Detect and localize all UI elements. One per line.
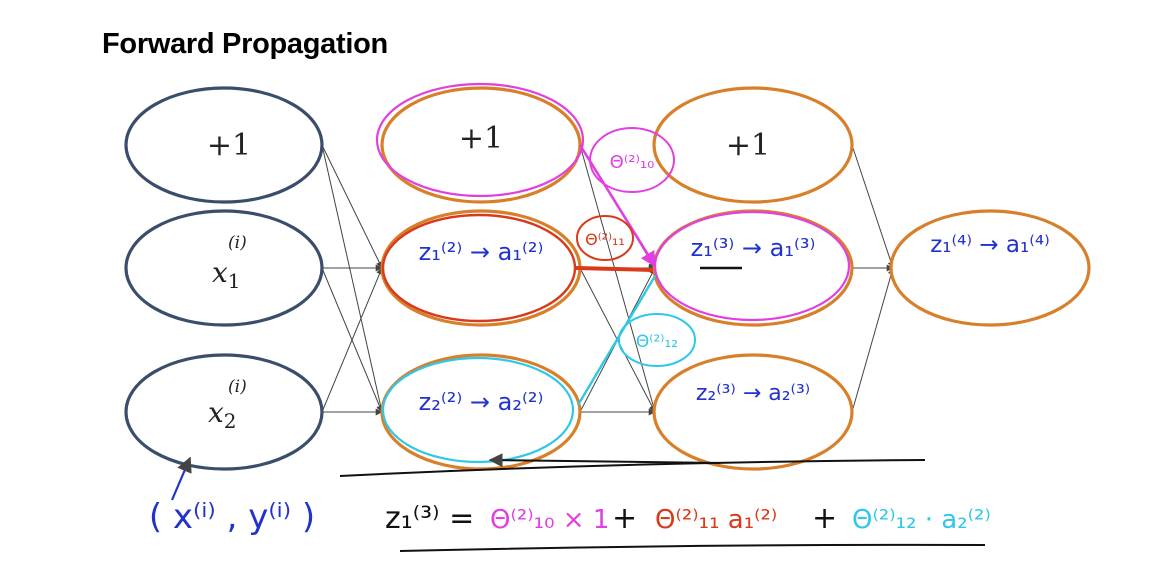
bias-label: +1 bbox=[726, 128, 770, 163]
equation: z₁⁽³⁾ = Θ⁽²⁾₁₀ × 1 + Θ⁽²⁾₁₁ a₁⁽²⁾ + Θ⁽²⁾… bbox=[385, 501, 991, 536]
input-unit-x1 bbox=[124, 209, 324, 327]
x2-label: x2 bbox=[208, 396, 237, 433]
bias-label: +1 bbox=[459, 121, 503, 156]
equation-term1: Θ⁽²⁾₁₀ × 1 bbox=[490, 505, 609, 535]
highlighted-weights: Θ⁽²⁾₁₀ Θ⁽²⁾₁₁ Θ⁽²⁾₁₂ bbox=[575, 127, 696, 406]
unit-label: z₁⁽²⁾ → a₁⁽²⁾ bbox=[419, 238, 544, 266]
equation-term2: Θ⁽²⁾₁₁ a₁⁽²⁾ bbox=[655, 505, 777, 535]
hidden-unit-a1-2 bbox=[380, 209, 582, 327]
equation-term3: Θ⁽²⁾₁₂ · a₂⁽²⁾ bbox=[852, 505, 991, 535]
x1-superscript: (i) bbox=[228, 233, 247, 253]
unit-label: z₂⁽³⁾ → a₂⁽³⁾ bbox=[696, 381, 810, 406]
unit-label: z₂⁽²⁾ → a₂⁽²⁾ bbox=[419, 388, 544, 416]
bias-unit-layer1 bbox=[124, 86, 324, 204]
x2-superscript: (i) bbox=[228, 377, 247, 397]
unit-label: z₁⁽³⁾ → a₁⁽³⁾ bbox=[691, 234, 816, 262]
black-arrow-stroke bbox=[488, 453, 721, 468]
edge bbox=[851, 144, 895, 269]
magenta-weight-path bbox=[578, 144, 657, 268]
edge bbox=[321, 267, 383, 413]
weight-label-12: Θ⁽²⁾₁₂ bbox=[636, 332, 678, 352]
output-layer: z₁⁽⁴⁾ → a₁⁽⁴⁾ bbox=[889, 209, 1091, 327]
weight-label-11: Θ⁽²⁾₁₁ bbox=[585, 230, 625, 249]
edges-layer1-to-layer2 bbox=[321, 144, 385, 416]
black-stroke bbox=[339, 459, 926, 477]
edges-layer2-to-layer3 bbox=[579, 144, 657, 416]
edge bbox=[851, 267, 895, 413]
edges-layer3-to-layer4 bbox=[851, 144, 895, 413]
hand-strokes bbox=[339, 453, 986, 552]
hidden-unit-a2-3 bbox=[652, 353, 854, 471]
red-highlight bbox=[381, 213, 577, 323]
cyan-weight-path bbox=[576, 275, 657, 406]
weight-circle-11 bbox=[576, 215, 634, 261]
edge bbox=[321, 144, 385, 413]
edge bbox=[579, 144, 657, 413]
hidden-layer-2: +1 z₁⁽²⁾ → a₁⁽²⁾ z₂⁽²⁾ → a₂⁽²⁾ bbox=[375, 82, 585, 471]
up-arrow bbox=[170, 456, 192, 501]
input-layer: +1 x1 (i) x2 (i) bbox=[124, 86, 324, 471]
edge bbox=[321, 144, 383, 269]
equation-plus1: + bbox=[612, 501, 637, 536]
training-example: ( x⁽ⁱ⁾ , y⁽ⁱ⁾ ) bbox=[149, 456, 315, 537]
equation-underline bbox=[399, 543, 986, 552]
hidden-layer-3: +1 z₁⁽³⁾ → a₁⁽³⁾ z₂⁽³⁾ → a₂⁽³⁾ bbox=[652, 86, 854, 471]
magenta-highlight bbox=[375, 82, 585, 198]
red-weight-path bbox=[575, 266, 654, 272]
equation-lhs: z₁⁽³⁾ = bbox=[385, 501, 474, 536]
training-example-label: ( x⁽ⁱ⁾ , y⁽ⁱ⁾ ) bbox=[149, 497, 315, 537]
bias-label: +1 bbox=[207, 128, 251, 163]
cyan-highlight bbox=[381, 356, 575, 464]
weight-label-10: Θ⁽²⁾₁₀ bbox=[610, 152, 655, 173]
weight-circle-12 bbox=[618, 313, 696, 367]
bias-unit-layer3 bbox=[652, 86, 854, 204]
weight-circle-10 bbox=[589, 127, 675, 193]
output-unit-a1-4 bbox=[889, 209, 1091, 327]
x1-label: x1 bbox=[212, 256, 241, 293]
equation-plus2: + bbox=[812, 501, 837, 536]
input-unit-x2 bbox=[124, 353, 324, 471]
unit-label: z₁⁽⁴⁾ → a₁⁽⁴⁾ bbox=[930, 232, 1050, 258]
slide-title: Forward Propagation bbox=[102, 28, 388, 60]
